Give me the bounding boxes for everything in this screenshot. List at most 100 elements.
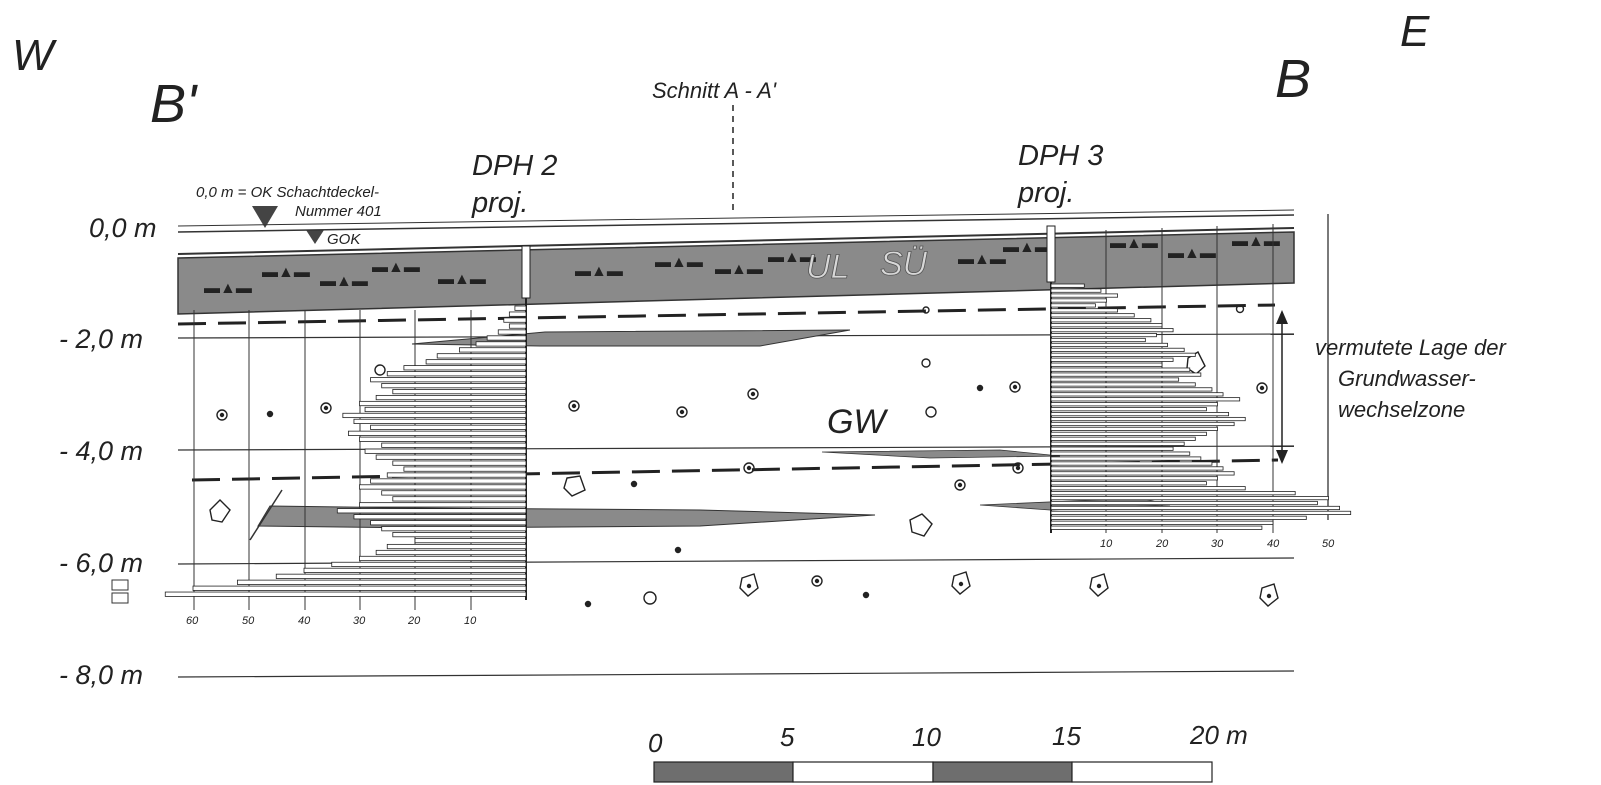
dph2-bar	[425, 359, 527, 365]
svg-text:▬▲▬: ▬▲▬	[768, 249, 816, 266]
svg-text:▬▲▬: ▬▲▬	[372, 259, 420, 276]
dph2-bar	[192, 585, 527, 591]
dph3-bar	[1050, 456, 1202, 461]
lens-layer-mid	[821, 449, 1061, 459]
scale-bar-segment-1	[653, 761, 794, 783]
gok-marker-icon	[306, 230, 324, 244]
dph2-bar	[275, 573, 527, 579]
depth-label-0m: 0,0 m	[89, 213, 157, 243]
dph2-bar	[359, 400, 527, 407]
dph2-bar	[392, 460, 527, 466]
svg-text:▬▲▬: ▬▲▬	[438, 271, 486, 288]
dph3-scale-label: 10	[1100, 538, 1113, 550]
ground-surface-line-upper	[177, 209, 1295, 227]
dph2-scale-label: 30	[353, 615, 366, 627]
dph3-bar	[1050, 525, 1263, 530]
dph3-bar	[1050, 515, 1307, 520]
section-start-label: B'	[150, 74, 198, 134]
dph3-bar	[1050, 318, 1152, 323]
dph3-bar	[1050, 352, 1196, 357]
dph3-bar	[1050, 308, 1118, 313]
ground-surface-line	[177, 214, 1295, 233]
dph3-scale-label: 30	[1211, 538, 1224, 550]
dph2-scale-label: 60	[186, 615, 199, 627]
scale-tick-0: 0	[648, 728, 663, 758]
fill-layer-symbols: ▬▲▬ ▬▲▬ ▬▲▬ ▬▲▬ ▬▲▬ ▬▲▬ ▬▲▬ ▬▲▬ ▬▲▬ ▬▲▬ …	[204, 233, 1280, 297]
dph2-scale-label: 50	[242, 615, 255, 627]
dph3-bar	[1050, 486, 1246, 491]
dph3-bar	[1050, 520, 1274, 525]
depth-label-4m: - 4,0 m	[59, 436, 143, 466]
dph3-bar	[1050, 426, 1218, 432]
dph3-bar	[1050, 441, 1185, 446]
dph2-bar	[353, 514, 527, 520]
dph2-bar	[364, 448, 527, 454]
dph2-bar-group	[164, 305, 527, 597]
dph2-bar	[375, 454, 527, 460]
scale-tick-20: 20 m	[1189, 720, 1248, 750]
dph2-bar	[303, 567, 527, 573]
dph3-bar	[1050, 362, 1163, 367]
dph2-bar	[403, 466, 527, 472]
dph2-bar	[386, 371, 527, 377]
datum-note-line1: 0,0 m = OK Schachtdeckel-	[196, 184, 379, 201]
svg-text:▬▲▬: ▬▲▬	[1003, 239, 1051, 256]
dph2-bar	[364, 406, 527, 413]
depth-label-2m: - 2,0 m	[59, 324, 143, 354]
dph3-bar	[1050, 451, 1191, 456]
dph3-bar	[1050, 323, 1163, 328]
scale-bar-segment-3	[932, 761, 1073, 783]
dph2-bar	[375, 549, 527, 556]
dph3-bar	[1050, 367, 1191, 372]
dph2-bar	[458, 347, 527, 353]
dph2-scale-label: 20	[407, 615, 421, 627]
svg-text:▬▲▬: ▬▲▬	[1232, 233, 1280, 250]
dph3-probe-head	[1046, 225, 1056, 283]
datum-marker-icon	[252, 206, 278, 228]
svg-text:▬▲▬: ▬▲▬	[1110, 235, 1158, 252]
dph3-bar	[1050, 392, 1224, 397]
layer-label-ul: UL	[806, 248, 849, 286]
dph3-bar	[1050, 372, 1202, 377]
annotation-arrow-up-icon	[1276, 310, 1288, 324]
depth-line-8m	[177, 670, 1295, 678]
scale-tick-10: 10	[912, 722, 941, 752]
section-end-label: B	[1275, 49, 1311, 109]
cross-section-label: Schnitt A - A'	[652, 78, 777, 103]
dph3-bar	[1050, 481, 1207, 486]
dph2-bar	[236, 579, 527, 585]
dph3-bar	[1050, 407, 1207, 412]
dph2-bar	[392, 389, 527, 395]
annotation-arrow-down-icon	[1276, 450, 1288, 464]
dph2-bar	[331, 561, 527, 568]
annotation-line3: wechselzone	[1338, 397, 1465, 422]
depth-label-6m: - 6,0 m	[59, 548, 143, 578]
dph3-bar	[1050, 505, 1341, 511]
dph3-bar	[1050, 377, 1180, 382]
scale-tick-5: 5	[780, 722, 795, 752]
dph3-bar	[1050, 421, 1235, 427]
dph3-scale-label: 50	[1322, 538, 1335, 550]
dph3-bar	[1050, 298, 1107, 303]
dph2-bar	[381, 442, 527, 448]
fault-line	[249, 489, 283, 541]
svg-text:▬▲▬: ▬▲▬	[655, 254, 703, 271]
dph3-bar	[1050, 500, 1318, 506]
svg-text:▬▲▬: ▬▲▬	[715, 261, 763, 278]
depth-label-8m: - 8,0 m	[59, 660, 143, 690]
dph3-bar	[1050, 283, 1085, 288]
dph3-bar	[1050, 510, 1352, 515]
dph2-bar	[370, 478, 527, 484]
east-label: E	[1400, 7, 1430, 56]
dph2-bar	[508, 311, 527, 317]
dph2-bar	[359, 484, 527, 490]
dph2-bar	[347, 430, 527, 436]
dph2-bar	[508, 323, 527, 329]
datum-note-line2: Nummer 401	[295, 203, 382, 220]
dph3-bar	[1050, 466, 1224, 471]
probe-dph3-name: DPH 3	[1018, 140, 1103, 172]
dph3-scale-label: 40	[1267, 538, 1280, 550]
